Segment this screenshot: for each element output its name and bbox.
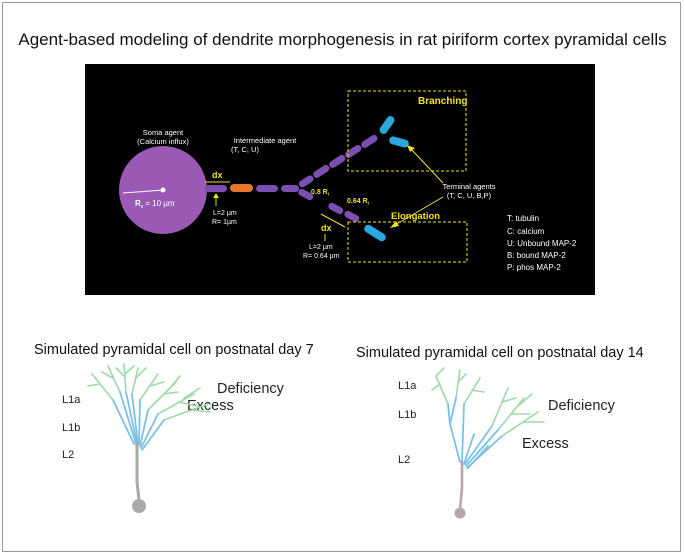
day7-soma [132,499,146,513]
figure-title: Agent-based modeling of dendrite morphog… [18,30,667,49]
day14-layer-l1a: L1a [398,380,417,392]
elongation-terminal [364,224,386,242]
day7-neuron [87,363,211,513]
day7-layer-l1b: L1b [62,422,81,434]
elongation-box [347,221,468,263]
primary-dendrite [205,185,299,192]
agent-legend: T: tubulin C: calcium U: Unbound MAP-2 B… [507,214,577,272]
legend-item: B: bound MAP-2 [507,251,566,260]
legend-item: T: tubulin [507,214,539,223]
lower-branch [298,188,360,223]
day14-layer-l2: L2 [398,454,411,466]
elongation-label: Elongation [391,211,440,222]
soma-center-dot [160,187,166,193]
schematic-panel: Soma agent (Calcium influx) Rs= 10 µm In… [85,64,595,295]
dx2-line [320,213,346,228]
day14-apical-trunk [458,460,464,512]
legend-item: P: phos MAP-2 [507,263,561,272]
day7-apical-trunk [135,442,141,502]
soma-radius-label: Rs= 10 µm [135,199,175,210]
seg1-radius: R= 1µm [212,219,237,226]
terminal-arrowhead-down [390,221,399,228]
soma-label-1: Soma agent [143,128,184,137]
schematic-svg: Soma agent (Calcium influx) Rs= 10 µm In… [119,90,577,272]
ratio1-label: 0.8 Ri [311,189,329,197]
day14-layer-l1b: L1b [398,409,417,421]
dx-label: dx [212,170,223,180]
terminal-label-1: Terminal agents [443,182,496,191]
day14-excess-label: Excess [522,436,569,452]
day14-distal-dendrites [431,367,545,437]
branching-label: Branching [418,96,467,107]
day7-layer-l1a: L1a [62,394,81,406]
branching-terminals [379,116,409,148]
day7-distal-dendrites [87,363,211,421]
seg2-radius: R= 0.64 µm [303,253,340,260]
legend-item: U: Unbound MAP-2 [507,239,577,248]
dx2-label: dx [321,223,332,233]
ratio2-label: 0.64 Ri [347,198,369,206]
day7-caption: Simulated pyramidal cell on postnatal da… [34,342,314,358]
day7-middle-dendrites [112,391,165,451]
terminal-label-2: (T, C, U, B,P) [447,191,492,200]
day14-middle-dendrites [447,397,503,469]
soma-label-2: (Calcium influx) [137,137,189,146]
upper-branch [298,134,378,188]
seg1-arrowhead [213,193,219,198]
terminal-arrow-down [394,196,444,226]
terminal-arrow-up [410,148,444,184]
terminal-arrowhead-up [407,145,415,152]
legend-item: C: calcium [507,227,545,236]
day7-deficiency-label: Deficiency [217,381,284,397]
branching-box [347,90,467,172]
day7-layer-l2: L2 [62,449,75,461]
day14-neuron [431,367,545,519]
intermediate-agent [230,184,253,192]
soma-radius-line [122,189,164,194]
seg2-length: L=2 µm [309,244,333,251]
intermediate-label-1: Intermediate agent [234,136,297,145]
day14-caption: Simulated pyramidal cell on postnatal da… [356,345,644,361]
intermediate-label-2: (T, C, U) [231,145,259,154]
seg1-length: L=2 µm [213,210,237,217]
day14-deficiency-label: Deficiency [548,398,615,414]
day14-soma [454,507,466,519]
